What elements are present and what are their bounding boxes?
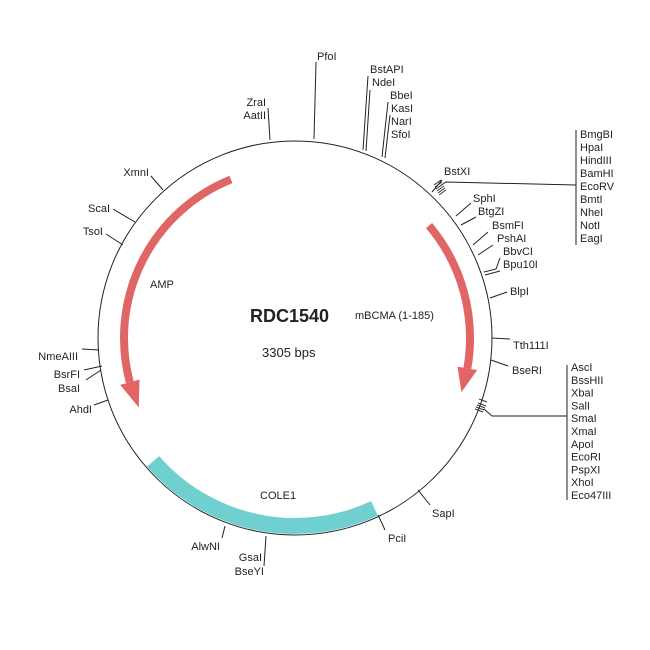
site-sapi[interactable]: SapI: [432, 508, 455, 520]
site-group-2: AscIBssHIIXbaISalISmaIXmaIApoIEcoRIPspXI…: [571, 362, 611, 502]
site-alwni[interactable]: AlwNI: [191, 541, 220, 553]
site-ecori[interactable]: EcoRI: [571, 452, 601, 464]
site-labels: ZraI AatII PfoI BstAPI NdeI BbeI KasI Na…: [38, 51, 614, 578]
site-smai[interactable]: SmaI: [571, 413, 597, 425]
site-tth111i[interactable]: Tth111I: [513, 340, 549, 352]
mbcma-arrowhead: [457, 366, 478, 393]
site-scai[interactable]: ScaI: [88, 203, 110, 215]
plasmid-size: 3305 bps: [262, 345, 316, 360]
site-pcii[interactable]: PciI: [388, 533, 406, 545]
site-blpi[interactable]: BlpI: [510, 286, 529, 298]
site-ticks: [81, 61, 577, 567]
site-xhoi[interactable]: XhoI: [571, 477, 594, 489]
site-pfoi[interactable]: PfoI: [317, 51, 337, 63]
site-nari[interactable]: NarI: [391, 116, 412, 128]
mbcma-arrow[interactable]: [425, 222, 474, 370]
site-nhei[interactable]: NheI: [580, 207, 603, 219]
mbcma-label: mBCMA (1-185): [355, 310, 434, 322]
site-aatii[interactable]: AatII: [243, 110, 266, 122]
site-bsmfi[interactable]: BsmFI: [492, 220, 524, 232]
site-eco47iii[interactable]: Eco47III: [571, 490, 611, 502]
site-bsai[interactable]: BsaI: [58, 383, 80, 395]
site-gsai[interactable]: GsaI: [239, 552, 262, 564]
site-hindiii[interactable]: HindIII: [580, 155, 612, 167]
site-noti[interactable]: NotI: [580, 220, 600, 232]
site-xmni[interactable]: XmnI: [123, 167, 149, 179]
site-xbai[interactable]: XbaI: [571, 388, 594, 400]
site-sali[interactable]: SalI: [571, 400, 590, 412]
site-nmeaiii[interactable]: NmeAIII: [38, 351, 78, 363]
site-btgzi[interactable]: BtgZI: [478, 206, 504, 218]
site-group-1: BmgBIHpaIHindIIIBamHIEcoRVBmtINheINotIEa…: [580, 129, 615, 245]
site-tsoi[interactable]: TsoI: [83, 226, 103, 238]
site-sfoi[interactable]: SfoI: [391, 129, 411, 141]
site-bbei[interactable]: BbeI: [390, 90, 413, 102]
site-apoi[interactable]: ApoI: [571, 439, 594, 451]
site-bpu10i[interactable]: Bpu10I: [503, 259, 538, 271]
site-bamhi[interactable]: BamHI: [580, 168, 614, 180]
site-bseyi[interactable]: BseYI: [235, 566, 264, 578]
site-bseri[interactable]: BseRI: [512, 365, 542, 377]
site-zrai[interactable]: ZraI: [246, 97, 266, 109]
amp-label: AMP: [150, 279, 174, 291]
site-ecorv[interactable]: EcoRV: [580, 181, 615, 193]
site-eagi[interactable]: EagI: [580, 233, 603, 245]
site-bsshii[interactable]: BssHII: [571, 375, 603, 387]
site-sphi[interactable]: SphI: [473, 193, 496, 205]
site-pspxi[interactable]: PspXI: [571, 464, 600, 476]
site-bsrfi[interactable]: BsrFI: [54, 369, 80, 381]
cole1-label: COLE1: [260, 490, 296, 502]
site-ndei[interactable]: NdeI: [372, 77, 395, 89]
site-hpai[interactable]: HpaI: [580, 142, 603, 154]
site-ahdi[interactable]: AhdI: [69, 404, 92, 416]
site-bstapi[interactable]: BstAPI: [370, 64, 404, 76]
site-bbvci[interactable]: BbvCI: [503, 246, 533, 258]
amp-arrowhead: [120, 379, 140, 408]
amp-arrow[interactable]: [120, 175, 233, 384]
cole1-feature[interactable]: [147, 456, 378, 534]
plasmid-name: RDC1540: [250, 306, 329, 326]
site-kasi[interactable]: KasI: [391, 103, 413, 115]
site-asci[interactable]: AscI: [571, 362, 592, 374]
site-bmti[interactable]: BmtI: [580, 194, 603, 206]
site-bmgbi[interactable]: BmgBI: [580, 129, 613, 141]
site-xmai[interactable]: XmaI: [571, 426, 597, 438]
site-pshai[interactable]: PshAI: [497, 233, 526, 245]
site-bstxi[interactable]: BstXI: [444, 166, 470, 178]
